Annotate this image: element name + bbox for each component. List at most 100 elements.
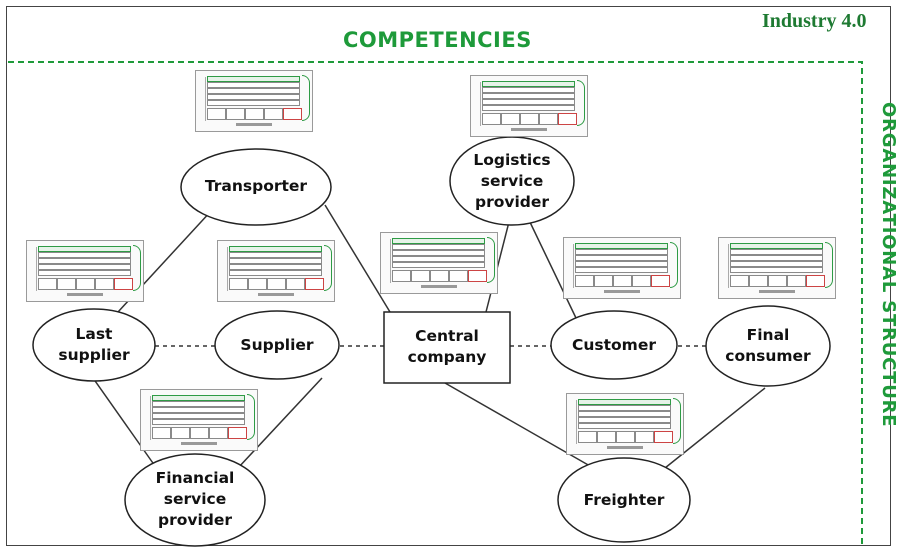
mini-cell — [209, 427, 228, 439]
node-final-consumer — [705, 305, 831, 387]
mini-row — [207, 82, 300, 88]
mini-row — [152, 413, 245, 419]
mini-cell — [578, 431, 597, 443]
mini-cell — [787, 275, 806, 287]
mini-side-bar — [570, 400, 577, 444]
organizational-boundary — [8, 61, 863, 546]
node-transporter — [180, 148, 332, 226]
mini-row — [392, 250, 485, 256]
mini-footer — [604, 290, 640, 293]
mini-cell — [654, 431, 673, 443]
mini-row — [730, 255, 823, 261]
mini-cell — [286, 278, 305, 290]
mini-row — [152, 401, 245, 407]
link-last-supplier-financial — [92, 377, 156, 467]
mini-row — [575, 261, 668, 267]
mini-cell — [57, 278, 76, 290]
mini-cell — [597, 431, 616, 443]
node-freighter — [557, 457, 691, 543]
mini-footer — [421, 285, 457, 288]
mini-cell — [558, 113, 577, 125]
mini-side-bar — [384, 239, 391, 283]
mini-row — [229, 258, 322, 264]
mini-footer — [759, 290, 795, 293]
mini-row — [575, 249, 668, 255]
mini-cell — [228, 427, 247, 439]
mini-cell — [76, 278, 95, 290]
competency-diagram-logistics — [470, 75, 588, 137]
mini-arc — [302, 75, 310, 121]
mini-row — [152, 419, 245, 425]
mini-cell — [392, 270, 411, 282]
mini-cell — [305, 278, 324, 290]
mini-cell — [539, 113, 558, 125]
mini-cell — [190, 427, 209, 439]
node-central-company — [383, 311, 511, 384]
mini-cell — [501, 113, 520, 125]
mini-cell — [430, 270, 449, 282]
mini-footer — [181, 442, 217, 445]
mini-row — [578, 417, 671, 423]
mini-arc — [247, 394, 255, 440]
mini-cell — [267, 278, 286, 290]
mini-cell — [264, 108, 283, 120]
mini-side-bar — [722, 244, 729, 288]
mini-row — [207, 88, 300, 94]
mini-cell — [171, 427, 190, 439]
mini-side-bar — [221, 247, 228, 291]
mini-footer — [236, 123, 272, 126]
mini-row — [578, 405, 671, 411]
mini-cell — [248, 278, 267, 290]
mini-cell — [468, 270, 487, 282]
mini-row — [575, 243, 668, 249]
mini-row — [38, 252, 131, 258]
mini-row — [207, 94, 300, 100]
link-logistics-customer — [527, 217, 577, 319]
competency-diagram-final-consumer — [718, 237, 836, 299]
competency-diagram-last-supplier — [26, 240, 144, 302]
mini-row — [392, 256, 485, 262]
mini-row — [229, 246, 322, 252]
mini-cell — [152, 427, 171, 439]
mini-cell — [806, 275, 825, 287]
mini-footer — [511, 128, 547, 131]
competency-diagram-supplier — [217, 240, 335, 302]
mini-row — [575, 255, 668, 261]
node-last-supplier — [32, 308, 156, 382]
mini-row — [229, 264, 322, 270]
mini-row — [38, 246, 131, 252]
mini-cell — [613, 275, 632, 287]
link-final-consumer-freighter — [659, 387, 766, 473]
mini-row — [575, 267, 668, 273]
mini-row — [730, 249, 823, 255]
mini-cell — [651, 275, 670, 287]
mini-row — [578, 399, 671, 405]
industry-title: Industry 4.0 — [762, 10, 867, 32]
mini-arc — [673, 398, 681, 444]
mini-footer — [258, 293, 294, 296]
competency-diagram-transporter — [195, 70, 313, 132]
mini-side-bar — [567, 244, 574, 288]
competency-diagram-financial — [140, 389, 258, 451]
competencies-title: COMPETENCIES — [343, 28, 532, 52]
competency-diagram-central — [380, 232, 498, 294]
mini-row — [38, 258, 131, 264]
mini-arc — [487, 237, 495, 283]
mini-row — [482, 93, 575, 99]
mini-cell — [635, 431, 654, 443]
mini-cell — [38, 278, 57, 290]
mini-cell — [245, 108, 264, 120]
competency-diagram-customer — [563, 237, 681, 299]
mini-row — [207, 100, 300, 106]
node-customer — [550, 310, 678, 380]
mini-cell — [114, 278, 133, 290]
mini-row — [392, 262, 485, 268]
mini-row — [38, 264, 131, 270]
mini-row — [482, 81, 575, 87]
mini-row — [38, 270, 131, 276]
mini-arc — [670, 242, 678, 288]
mini-row — [229, 270, 322, 276]
mini-cell — [482, 113, 501, 125]
mini-row — [152, 407, 245, 413]
